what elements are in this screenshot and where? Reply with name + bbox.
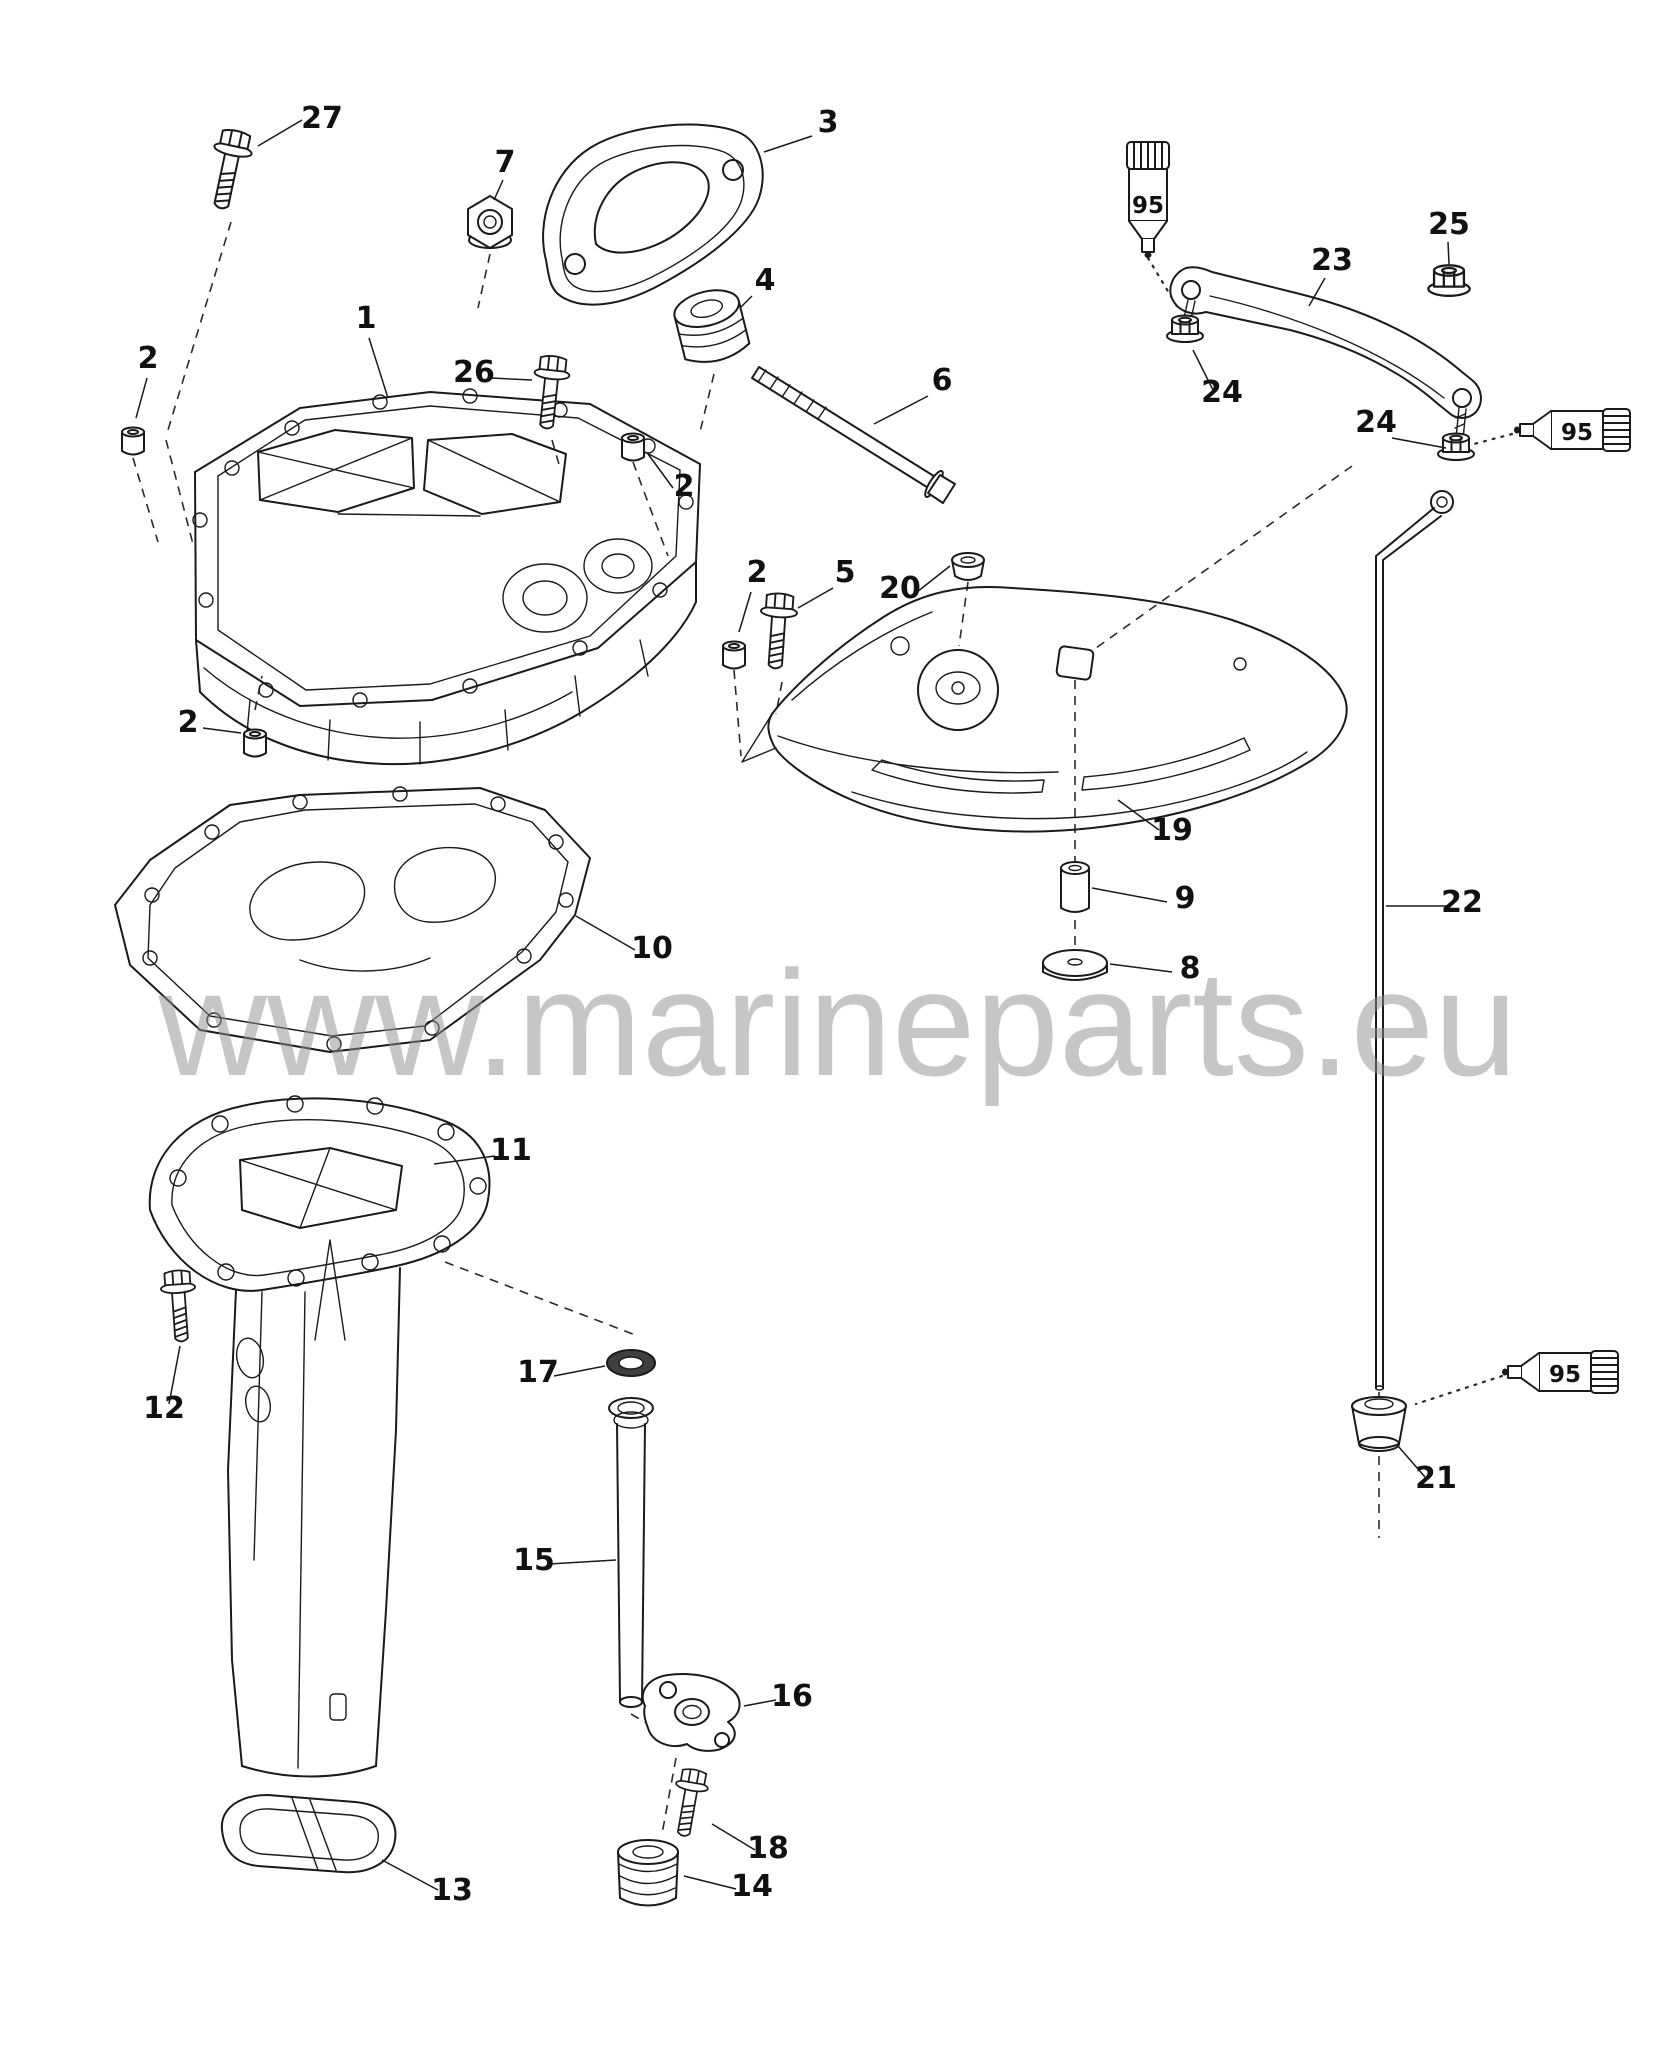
callout-2c: 2 xyxy=(747,555,768,590)
callout-22: 22 xyxy=(1441,885,1483,920)
part-5-bolt xyxy=(756,591,800,671)
part-6-long-bolt xyxy=(751,366,956,504)
callout-25: 25 xyxy=(1428,207,1470,242)
sealant-label-b: 95 xyxy=(1561,420,1593,446)
callout-3: 3 xyxy=(818,105,839,140)
callout-2a: 2 xyxy=(138,341,159,376)
callout-23: 23 xyxy=(1311,243,1353,278)
part-17-seal-ring xyxy=(606,1349,656,1377)
part-3-mount-plate xyxy=(542,123,764,306)
part-24-nut-b xyxy=(1437,432,1475,461)
part-27-bolt xyxy=(201,125,257,214)
part-4-mount-bushing xyxy=(673,289,751,363)
part-10-gasket xyxy=(114,786,591,1053)
part-14-plug xyxy=(617,1839,679,1907)
callout-24a: 24 xyxy=(1201,375,1243,410)
callout-2d: 2 xyxy=(178,705,199,740)
callout-4: 4 xyxy=(755,263,776,298)
part-18-bolt xyxy=(666,1766,712,1840)
callout-18: 18 xyxy=(747,1831,789,1866)
callout-11: 11 xyxy=(490,1133,532,1168)
callout-12: 12 xyxy=(143,1391,185,1426)
part-1-adapter-housing xyxy=(192,388,701,766)
part-2-bushing-b xyxy=(621,432,645,462)
part-2-bushing-a xyxy=(121,426,145,456)
callout-1: 1 xyxy=(356,301,377,336)
callout-8: 8 xyxy=(1180,951,1201,986)
callout-7: 7 xyxy=(495,145,516,180)
part-13-seal xyxy=(220,1794,397,1874)
part-24-nut-a xyxy=(1166,314,1204,343)
part-7-flange-nut xyxy=(467,195,513,249)
part-16-retainer-bracket xyxy=(641,1673,741,1752)
part-8-grommet-cap xyxy=(1042,949,1108,981)
callout-19: 19 xyxy=(1151,813,1193,848)
callout-5: 5 xyxy=(835,555,856,590)
callout-14: 14 xyxy=(731,1869,773,1904)
sealant-label-c: 95 xyxy=(1549,1362,1581,1388)
part-22-dipstick-rod xyxy=(1374,490,1454,1391)
callout-20: 20 xyxy=(879,571,921,606)
part-21-grommet xyxy=(1351,1396,1407,1452)
assembly-guide-lines xyxy=(132,221,1514,1835)
callout-17: 17 xyxy=(517,1355,559,1390)
callout-16: 16 xyxy=(771,1679,813,1714)
part-2-bushing-c xyxy=(722,640,746,670)
watermark-text: www.marineparts.eu xyxy=(158,939,1518,1107)
part-23-lever-arm xyxy=(1169,266,1482,440)
callout-26: 26 xyxy=(453,355,495,390)
part-19-exhaust-plate xyxy=(741,586,1348,833)
part-11-driveshaft-housing xyxy=(148,1095,491,1778)
callout-21: 21 xyxy=(1415,1461,1457,1496)
part-2-bushing-d xyxy=(243,728,267,758)
part-15-exhaust-tube xyxy=(608,1397,654,1708)
part-26-bolt xyxy=(527,353,573,432)
sealant-label-a: 95 xyxy=(1132,193,1164,219)
callout-9: 9 xyxy=(1175,881,1196,916)
part-9-pin xyxy=(1060,861,1090,913)
callout-10: 10 xyxy=(631,931,673,966)
callout-13: 13 xyxy=(431,1873,473,1908)
callout-leader-lines xyxy=(135,119,1450,1891)
part-20-plug xyxy=(951,552,985,581)
part-12-bolt xyxy=(158,1268,200,1344)
callout-24b: 24 xyxy=(1355,405,1397,440)
callout-6: 6 xyxy=(932,363,953,398)
callout-27: 27 xyxy=(301,101,343,136)
callout-2b: 2 xyxy=(674,469,695,504)
part-25-nut xyxy=(1427,264,1471,297)
callout-15: 15 xyxy=(513,1543,555,1578)
callout-labels: 27 7 3 4 1 26 2 2 6 5 2 20 2 23 25 24 24… xyxy=(138,101,1593,1908)
